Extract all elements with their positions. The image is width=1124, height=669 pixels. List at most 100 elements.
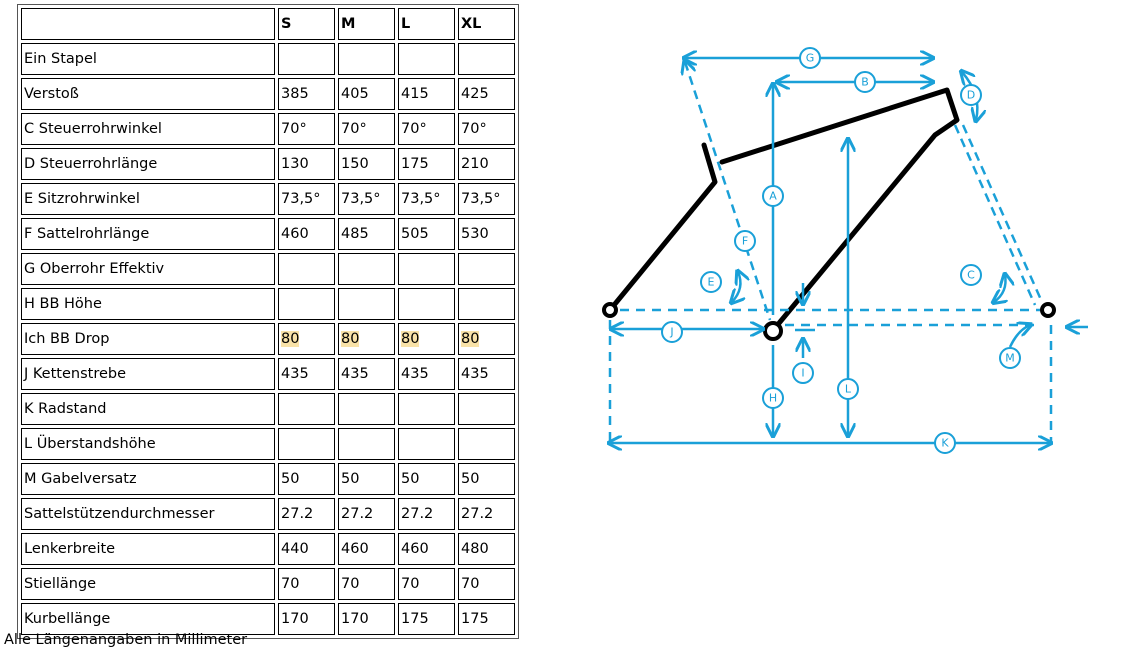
cell-s bbox=[278, 393, 335, 425]
cell-m bbox=[338, 428, 395, 460]
label-i: I bbox=[792, 362, 814, 384]
cell-l bbox=[398, 288, 455, 320]
cell-xl bbox=[458, 253, 515, 285]
cell-m bbox=[338, 253, 395, 285]
highlighted-value: 80 bbox=[461, 331, 480, 347]
row-label: Sattelstützendurchmesser bbox=[21, 498, 275, 530]
svg-text:M: M bbox=[1005, 352, 1015, 365]
label-f: F bbox=[734, 230, 756, 252]
svg-text:J: J bbox=[669, 326, 673, 339]
top-tube bbox=[719, 87, 960, 331]
svg-text:H: H bbox=[769, 392, 777, 405]
fork-axis-1 bbox=[953, 124, 1037, 306]
header-cell-label bbox=[21, 8, 275, 40]
cell-m: 460 bbox=[338, 533, 395, 565]
table-header-row: S M L XL bbox=[21, 8, 515, 40]
cell-m: 27.2 bbox=[338, 498, 395, 530]
arc-m bbox=[1008, 325, 1030, 348]
cell-l: 415 bbox=[398, 78, 455, 110]
svg-text:K: K bbox=[941, 437, 949, 450]
arc-c bbox=[994, 275, 1006, 302]
label-h: H bbox=[762, 387, 784, 409]
cell-l: 175 bbox=[398, 148, 455, 180]
fork-axis-2 bbox=[961, 124, 1044, 303]
cell-l: 175 bbox=[398, 603, 455, 635]
cell-s bbox=[278, 428, 335, 460]
label-k: K bbox=[934, 432, 956, 454]
cell-s: 435 bbox=[278, 358, 335, 390]
cell-xl: 27.2 bbox=[458, 498, 515, 530]
cell-xl bbox=[458, 428, 515, 460]
cell-m bbox=[338, 43, 395, 75]
table-row: G Oberrohr Effektiv bbox=[21, 253, 515, 285]
header-cell-s: S bbox=[278, 8, 335, 40]
header-cell-xl: XL bbox=[458, 8, 515, 40]
cell-m: 73,5° bbox=[338, 183, 395, 215]
cell-xl bbox=[458, 43, 515, 75]
row-label: Verstoß bbox=[21, 78, 275, 110]
cell-m: 435 bbox=[338, 358, 395, 390]
row-label: G Oberrohr Effektiv bbox=[21, 253, 275, 285]
row-label: J Kettenstrebe bbox=[21, 358, 275, 390]
seat-stay-and-seat-tube bbox=[607, 142, 718, 313]
svg-text:D: D bbox=[967, 89, 975, 102]
cell-m: 485 bbox=[338, 218, 395, 250]
row-label: Lenkerbreite bbox=[21, 533, 275, 565]
highlighted-value: 80 bbox=[341, 331, 360, 347]
row-label: K Radstand bbox=[21, 393, 275, 425]
row-label: C Steuerrohrwinkel bbox=[21, 113, 275, 145]
cell-s: 70° bbox=[278, 113, 335, 145]
cell-m bbox=[338, 288, 395, 320]
cell-s: 73,5° bbox=[278, 183, 335, 215]
cell-m: 70° bbox=[338, 113, 395, 145]
cell-s bbox=[278, 253, 335, 285]
cell-m: 50 bbox=[338, 463, 395, 495]
cell-xl bbox=[458, 288, 515, 320]
cell-l: 460 bbox=[398, 533, 455, 565]
cell-s: 440 bbox=[278, 533, 335, 565]
cell-xl: 210 bbox=[458, 148, 515, 180]
row-label: M Gabelversatz bbox=[21, 463, 275, 495]
label-e: E bbox=[700, 271, 722, 293]
label-d: D bbox=[960, 84, 982, 106]
svg-text:C: C bbox=[967, 269, 975, 282]
label-l: L bbox=[837, 378, 859, 400]
cell-s: 385 bbox=[278, 78, 335, 110]
cell-m: 70 bbox=[338, 568, 395, 600]
highlighted-value: 80 bbox=[401, 331, 420, 347]
row-label: F Sattelrohrlänge bbox=[21, 218, 275, 250]
cell-xl: 73,5° bbox=[458, 183, 515, 215]
front-axle bbox=[1040, 302, 1056, 318]
cell-xl: 70 bbox=[458, 568, 515, 600]
row-label: Ein Stapel bbox=[21, 43, 275, 75]
svg-text:G: G bbox=[806, 52, 815, 65]
bottom-bracket bbox=[763, 321, 783, 341]
table-row: K Radstand bbox=[21, 393, 515, 425]
row-label: Stiellänge bbox=[21, 568, 275, 600]
cell-xl: 530 bbox=[458, 218, 515, 250]
label-j: J bbox=[661, 321, 683, 343]
table-row: H BB Höhe bbox=[21, 288, 515, 320]
row-label: Ich BB Drop bbox=[21, 323, 275, 355]
svg-text:F: F bbox=[742, 235, 748, 248]
cell-l bbox=[398, 428, 455, 460]
cell-m: 170 bbox=[338, 603, 395, 635]
bike-geometry-diagram: G B D A F E C J M I L H K bbox=[602, 47, 1088, 454]
label-a: A bbox=[762, 185, 784, 207]
cell-l bbox=[398, 43, 455, 75]
cell-m bbox=[338, 393, 395, 425]
dimension-labels: G B D A F E C J M I L H K bbox=[661, 47, 1021, 454]
cell-xl: 175 bbox=[458, 603, 515, 635]
row-label: Kurbellänge bbox=[21, 603, 275, 635]
label-b: B bbox=[854, 71, 876, 93]
label-g: G bbox=[799, 47, 821, 69]
